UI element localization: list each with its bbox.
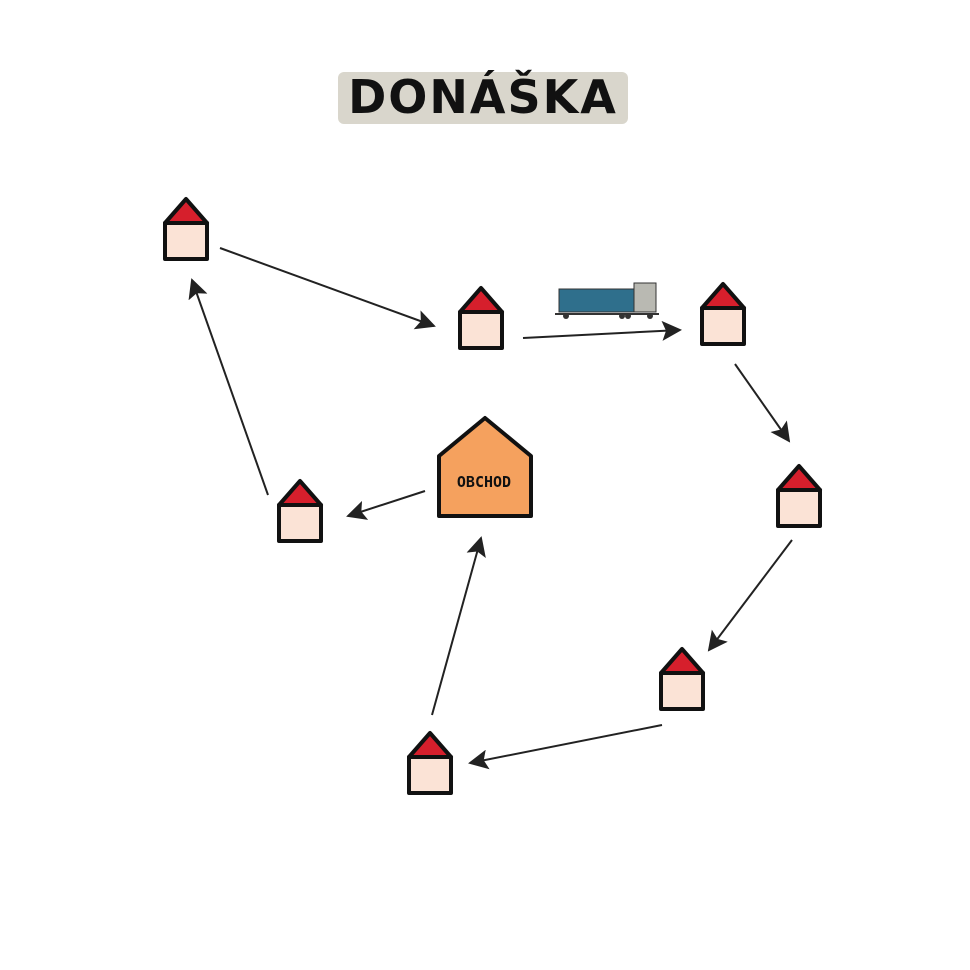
arrow-icon: [219, 247, 436, 330]
house-icon: [163, 197, 209, 261]
page-title: DONÁŠKA: [348, 70, 618, 124]
title-highlight: [338, 72, 628, 124]
house-icon: [277, 479, 323, 543]
title-badge: DONÁŠKA: [338, 66, 628, 128]
shop-icon: OBCHOD: [437, 416, 533, 518]
arrow-icon: [734, 363, 791, 443]
house-icon: [458, 286, 504, 350]
house-icon: [407, 731, 453, 795]
house-icon: [659, 647, 705, 711]
arrow-icon: [707, 539, 793, 652]
house-icon: [700, 282, 746, 346]
arrow-icon: [468, 724, 663, 770]
arrow-icon: [346, 490, 426, 520]
houses: [163, 197, 822, 795]
route-arrows: [188, 247, 793, 770]
shop-label: OBCHOD: [457, 473, 511, 491]
arrow-icon: [522, 320, 682, 341]
house-icon: [776, 464, 822, 528]
arrow-icon: [431, 536, 486, 716]
truck-icon: [555, 282, 659, 319]
arrow-icon: [188, 278, 269, 496]
